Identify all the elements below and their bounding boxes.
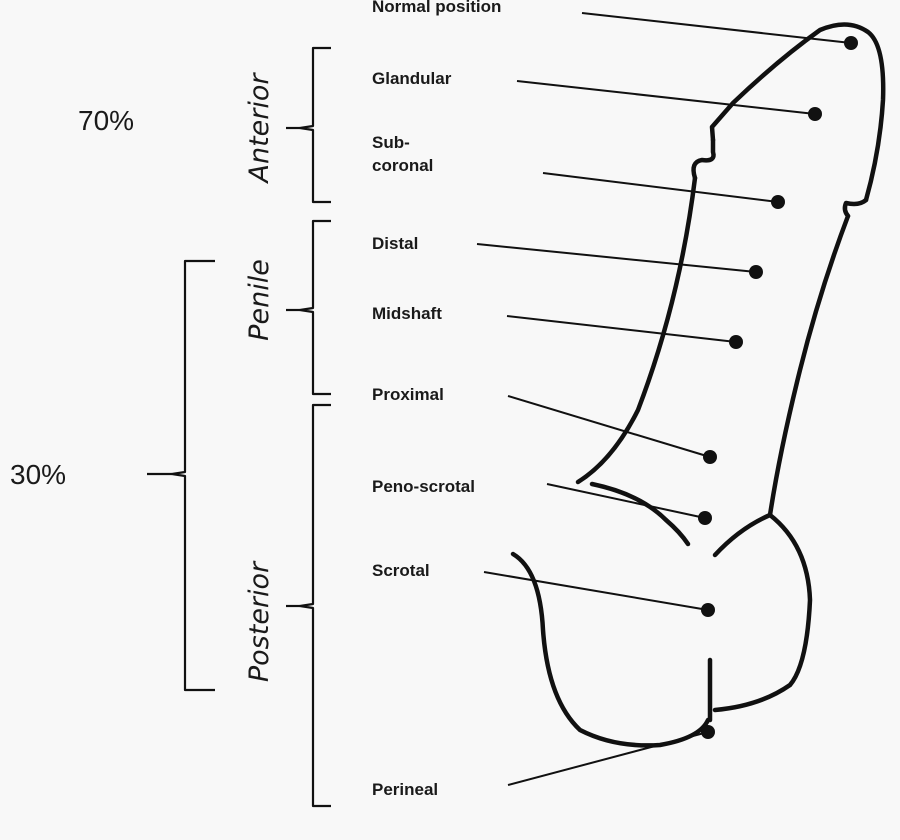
brackets <box>147 46 331 808</box>
label-glandular: Glandular <box>372 69 452 88</box>
label-distal: Distal <box>372 234 418 253</box>
label-midshaft: Midshaft <box>372 304 442 323</box>
dot-scrotal <box>701 603 715 617</box>
leader-lines <box>476 12 852 786</box>
label-subcoronal-2: coronal <box>372 156 433 175</box>
corona-left-notch <box>691 137 716 181</box>
dot-normal <box>844 36 858 50</box>
posterior-bracket <box>298 403 331 808</box>
label-normal-position: Normal position <box>372 0 501 16</box>
group-posterior: Posterior <box>244 560 275 682</box>
position-dots <box>698 36 858 739</box>
label-penoscrotal: Peno-scrotal <box>372 477 475 496</box>
anterior-percentage: 70% <box>78 105 134 136</box>
group-anterior: Anterior <box>244 72 275 185</box>
corona-right-notch <box>842 197 869 219</box>
anatomy-outline <box>510 22 886 748</box>
dot-penoscrotal <box>698 511 712 525</box>
label-proximal: Proximal <box>372 385 444 404</box>
thirty-percent-bracket <box>170 259 215 692</box>
penile-bracket <box>298 219 331 396</box>
anterior-bracket <box>298 46 331 204</box>
dot-proximal <box>703 450 717 464</box>
glans-outline <box>709 22 886 203</box>
leader-midshaft <box>506 315 737 343</box>
leader-normal <box>581 12 852 44</box>
leader-glandular <box>516 80 816 115</box>
group-penile: Penile <box>244 259 275 341</box>
leader-penoscrotal <box>546 483 706 519</box>
leader-scrotal <box>483 571 709 611</box>
leader-proximal <box>507 395 711 458</box>
leader-perineal <box>507 731 709 786</box>
label-subcoronal-1: Sub- <box>372 133 410 152</box>
shaft-right-edge <box>767 213 851 518</box>
shaft-left-edge <box>575 175 698 485</box>
dot-subcoronal <box>771 195 785 209</box>
leader-distal <box>476 243 757 273</box>
label-scrotal: Scrotal <box>372 561 430 580</box>
dot-distal <box>749 265 763 279</box>
scrotum-right-lobe <box>712 512 813 713</box>
label-perineal: Perineal <box>372 780 438 799</box>
dot-perineal <box>701 725 715 739</box>
dot-midshaft <box>729 335 743 349</box>
posterior-percentage: 30% <box>10 459 66 490</box>
leader-subcoronal <box>542 172 779 203</box>
dot-glandular <box>808 107 822 121</box>
penoscrotal-curve <box>589 481 691 547</box>
